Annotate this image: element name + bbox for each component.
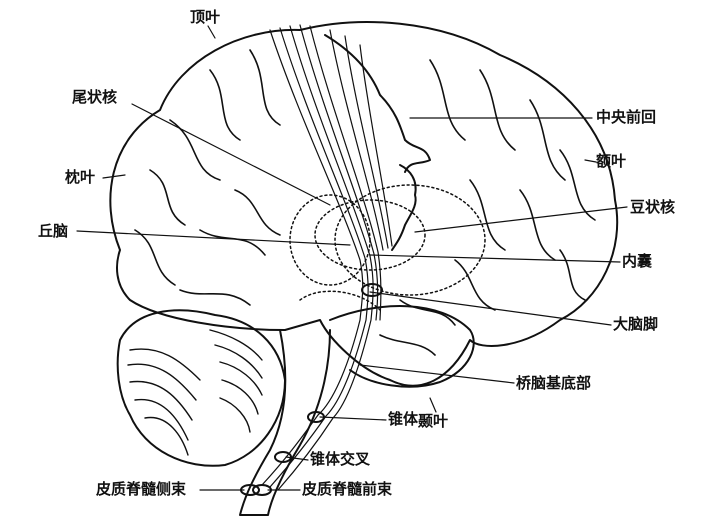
label-basilar-pons: 桥脑基底部	[516, 374, 592, 392]
label-caudate-nucleus: 尾状核	[72, 88, 118, 106]
label-occipital-lobe: 枕叶	[65, 168, 96, 186]
label-parietal-lobe: 顶叶	[190, 8, 221, 26]
label-internal-capsule: 内囊	[622, 252, 653, 270]
label-cerebral-peduncle: 大脑脚	[613, 315, 659, 333]
label-temporal-lobe: 颞叶	[418, 412, 449, 430]
label-anterior-corticospinal-tract: 皮质脊髓前束	[302, 480, 393, 498]
label-frontal-lobe: 额叶	[596, 152, 627, 170]
spinal-cord-outline	[239, 329, 331, 516]
label-thalamus: 丘脑	[38, 222, 69, 240]
cerebellum-outline	[116, 309, 286, 467]
label-lentiform-nucleus: 豆状核	[630, 198, 676, 216]
label-pyramidal-decussation: 锥体交叉	[310, 450, 371, 468]
label-pyramid: 锥体	[388, 410, 419, 428]
label-precentral-gyrus: 中央前回	[596, 108, 657, 126]
temporal-lobe-outline	[329, 305, 475, 388]
label-lateral-corticospinal-tract: 皮质脊髓侧束	[96, 480, 187, 498]
